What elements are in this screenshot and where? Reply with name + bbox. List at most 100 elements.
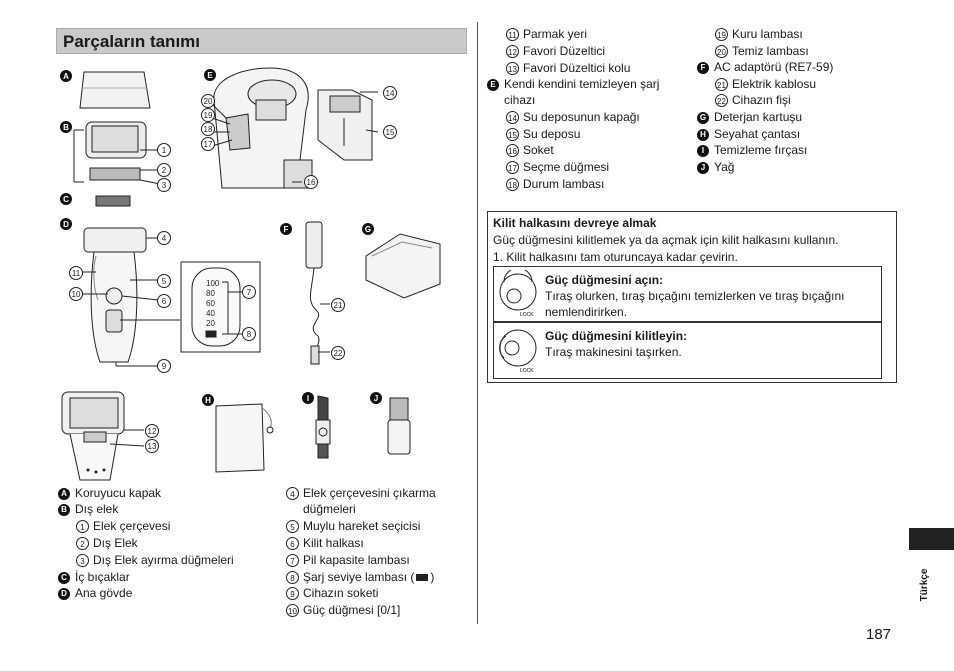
ac-adaptor-illustration <box>305 221 330 365</box>
page-number: 187 <box>866 626 892 643</box>
callout-3: 3 <box>162 181 167 190</box>
callout-16: 16 <box>307 178 316 187</box>
callout-10: 10 <box>72 290 81 299</box>
figure-badge-f: F <box>284 225 289 234</box>
protective-cap-illustration <box>79 71 151 109</box>
plug-icon <box>416 574 429 582</box>
shaver-head-illustration <box>61 391 145 481</box>
lock-heading: Kilit halkasını devreye almak <box>493 216 657 230</box>
callout-11: 11 <box>72 269 81 278</box>
lock-ring-box <box>487 211 897 383</box>
battery-level-20: 20 <box>206 319 215 328</box>
lock-panel <box>493 322 882 379</box>
figure-badge-g: G <box>365 225 371 234</box>
travel-pouch-illustration <box>215 403 274 473</box>
cleaning-station-illustration <box>211 67 379 189</box>
callout-22: 22 <box>334 349 343 358</box>
battery-level-80: 80 <box>206 289 215 298</box>
list-item: cihazı <box>504 93 536 107</box>
page-title: Parçaların tanımı <box>56 28 467 54</box>
callout-14: 14 <box>386 89 395 98</box>
cleaning-brush-illustration <box>315 395 331 459</box>
callout-13: 13 <box>148 442 157 451</box>
lock-dial-icon: LOCK <box>499 329 537 374</box>
list-item: düğmeleri <box>303 502 356 516</box>
callout-6: 6 <box>162 297 167 306</box>
callout-20: 20 <box>204 97 213 106</box>
lock-intro: Güç düğmesini kilitlemek ya da açmak içi… <box>493 233 839 247</box>
figure-badge-j: J <box>374 394 378 403</box>
lock-label: LOCK <box>520 312 534 318</box>
figure-badge-i: I <box>307 394 309 403</box>
language-tab <box>909 528 954 550</box>
callout-4: 4 <box>162 234 167 243</box>
inner-blades-illustration <box>95 195 131 207</box>
figure-badge-a: A <box>63 72 69 81</box>
unlock-dial-icon: LOCK <box>499 270 537 318</box>
callout-18: 18 <box>204 125 213 134</box>
battery-level-100: 100 <box>206 279 220 288</box>
unlock-title: Güç düğmesini açın: <box>545 273 664 287</box>
callout-2: 2 <box>162 166 167 175</box>
callout-17: 17 <box>204 140 213 149</box>
figure-badge-h: H <box>205 396 211 405</box>
callout-9: 9 <box>162 362 167 371</box>
lock-label: LOCK <box>520 368 534 374</box>
figure-badge-b: B <box>63 123 69 132</box>
callout-5: 5 <box>162 277 167 286</box>
callout-19: 19 <box>204 111 213 120</box>
callout-7: 7 <box>247 288 252 297</box>
battery-panel-illustration <box>180 261 261 353</box>
unlock-text: Tıraş olurken, tıraş bıçağını temizlerke… <box>545 289 845 303</box>
battery-level-40: 40 <box>206 309 215 318</box>
lock-title: Güç düğmesini kilitleyin: <box>545 329 688 343</box>
lock-step: 1. Kilit halkasını tam oturuncaya kadar … <box>493 250 738 264</box>
callout-21: 21 <box>334 301 343 310</box>
callout-1: 1 <box>162 146 167 155</box>
oil-bottle-illustration <box>387 397 411 455</box>
detergent-cartridge-illustration <box>365 233 441 299</box>
battery-level-60: 60 <box>206 299 215 308</box>
column-divider <box>477 22 478 624</box>
unlock-text: nemlendirirken. <box>545 305 628 319</box>
callout-8: 8 <box>247 330 252 339</box>
figure-badge-e: E <box>207 71 213 80</box>
main-body-illustration <box>82 227 180 367</box>
lock-text: Tıraş makinesini taşırken. <box>545 345 682 359</box>
figure-badge-c: C <box>63 195 69 204</box>
callout-15: 15 <box>386 128 395 137</box>
language-label: Türkçe <box>919 568 930 602</box>
outer-foil-illustration <box>73 121 161 185</box>
